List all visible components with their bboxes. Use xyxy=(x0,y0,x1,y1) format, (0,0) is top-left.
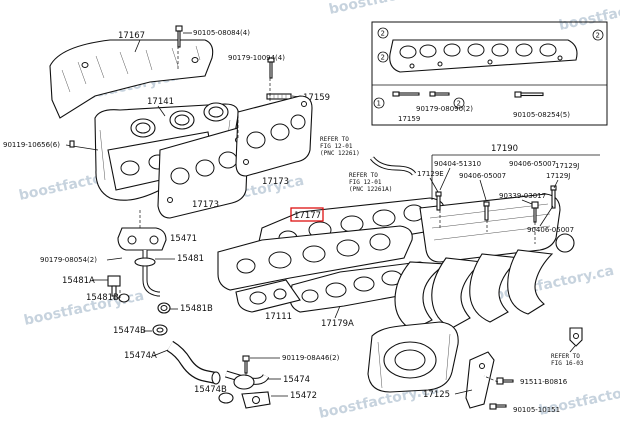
bolt-90105-10151 xyxy=(489,403,507,410)
label-90119-10656: 90119-10656(6) xyxy=(3,141,60,149)
label-15481A: 15481A xyxy=(62,276,95,286)
label-17129E: 17129E xyxy=(417,170,444,178)
gasket-17173-right xyxy=(235,95,313,177)
inset-marker-label: 2 xyxy=(457,100,461,108)
refer-to-pnc: (PNC 12261A) xyxy=(349,186,392,193)
inset-bolt-17159 xyxy=(392,91,420,97)
gasket-15472 xyxy=(241,391,271,409)
inset-marker-label: 2 xyxy=(381,54,385,62)
gasket-17173-left xyxy=(157,127,249,219)
gasket-17111 xyxy=(235,279,301,313)
pipe-15471 xyxy=(117,227,167,251)
pipe-15481 xyxy=(134,250,160,297)
intake-manifold-17190 xyxy=(367,193,575,393)
label-91511-B0816: 91511-B0816 xyxy=(520,378,568,386)
highlight-box-17177[interactable] xyxy=(290,207,324,222)
bolt-91511-B0816 xyxy=(496,377,514,385)
refer-to-fig: FIG 16-03 xyxy=(551,360,584,367)
label-90179-10094: 90179-10094(4) xyxy=(228,54,285,62)
label-90105-10151: 90105-10151 xyxy=(513,406,560,414)
label-17173-left: 17173 xyxy=(192,200,219,210)
refer-to-label: REFER TO xyxy=(551,353,580,360)
label-90406-05007-a: 90406-05007 xyxy=(509,160,556,168)
stud-17159 xyxy=(266,93,292,100)
label-17190: 17190 xyxy=(491,144,518,154)
label-17141: 17141 xyxy=(147,97,174,107)
label-17159: 17159 xyxy=(303,93,330,103)
label-15474A: 15474A xyxy=(124,351,157,361)
bolt-90179-10094 xyxy=(267,57,275,79)
gasket-inset-box: 2 2 2 1 2 17159 90179-08090(2) 90105-082… xyxy=(371,21,608,126)
washer-15481B-left xyxy=(118,293,130,303)
heat-shield-17167 xyxy=(49,39,214,119)
alignment-lines xyxy=(119,46,536,383)
watermark-text: boostfactory.ca xyxy=(328,0,451,18)
stud-90404-51310 xyxy=(435,191,442,211)
label-17111: 17111 xyxy=(265,312,292,322)
label-90179-08054: 90179-08054(2) xyxy=(40,256,97,264)
refer-to-pnc: (PNC 12261) xyxy=(320,150,360,157)
union-15481A xyxy=(107,275,121,297)
label-17125: 17125 xyxy=(423,390,450,400)
label-90339-03017: 90339-03017 xyxy=(499,192,546,200)
bolt-90119-08A46 xyxy=(242,355,250,374)
label-15474B-bottom: 15474B xyxy=(194,385,227,395)
pipe-15474 xyxy=(224,370,270,390)
label-17177[interactable]: 17177 xyxy=(294,211,321,221)
label-15481: 15481 xyxy=(177,254,204,264)
inset-marker-circle xyxy=(377,27,389,39)
gasket-17177-lower xyxy=(217,225,413,291)
stud-90406-05007-c xyxy=(550,185,557,209)
watermark-text: boostfactory.ca xyxy=(558,0,620,34)
inset-marker-circle xyxy=(377,51,389,63)
label-15471: 15471 xyxy=(170,234,197,244)
label-90406-05007-c: 90406-05007 xyxy=(527,226,574,234)
inset-bolt-90105 xyxy=(514,91,544,98)
bolt-90119-10656 xyxy=(69,140,75,148)
inset-gasket xyxy=(389,39,578,73)
refer-to-fig: FIG 12-01 xyxy=(349,179,382,186)
bracket-17125 xyxy=(465,351,495,409)
label-15474B-top: 15474B xyxy=(113,326,146,336)
label-90406-05007-b: 90406-05007 xyxy=(459,172,506,180)
label-90105-08084: 90105-08084(4) xyxy=(193,29,250,37)
bracket-16-03 xyxy=(569,327,583,347)
washer-15474B-bottom xyxy=(218,392,234,404)
refer-to-label: REFER TO xyxy=(320,136,349,143)
label-17167: 17167 xyxy=(118,31,145,41)
label-15481B-left: 15481B xyxy=(86,293,119,303)
label-17173-right: 17173 xyxy=(262,177,289,187)
refer-to-fig: FIG 12-01 xyxy=(320,143,353,150)
label-90119-08A46: 90119-08A46(2) xyxy=(282,354,340,362)
inset-marker-label: 1 xyxy=(377,100,381,108)
label-15481B-right: 15481B xyxy=(180,304,213,314)
watermark-text: boostfactory.ca xyxy=(23,288,146,329)
label-17179A: 17179A xyxy=(321,319,354,329)
inset-marker-circle xyxy=(373,97,385,109)
inset-label-17159: 17159 xyxy=(398,115,420,123)
bolt-90105-08084 xyxy=(175,25,183,48)
label-90404-51310: 90404-51310 xyxy=(434,160,481,168)
inset-marker-circle xyxy=(592,29,604,41)
inset-marker-label: 2 xyxy=(381,30,385,38)
inset-label-90105: 90105-08254(5) xyxy=(513,111,570,119)
inset-marker-circle xyxy=(453,97,465,109)
hose-12261 xyxy=(370,156,417,176)
label-15474: 15474 xyxy=(283,375,310,385)
inset-marker-label: 2 xyxy=(596,32,600,40)
hose-15474A xyxy=(166,340,221,385)
label-17129J-top: 17129J xyxy=(555,162,579,170)
inset-bolt-90179 xyxy=(429,91,450,97)
refer-to-label: REFER TO xyxy=(349,172,378,179)
washer-15474B-top xyxy=(152,324,168,336)
stud-90406-05007-a xyxy=(483,201,490,221)
washer-15481B-right xyxy=(157,302,171,314)
label-17129J-mid: 17129J xyxy=(546,172,570,180)
label-15472: 15472 xyxy=(290,391,317,401)
inset-label-90179: 90179-08090(2) xyxy=(416,105,473,113)
